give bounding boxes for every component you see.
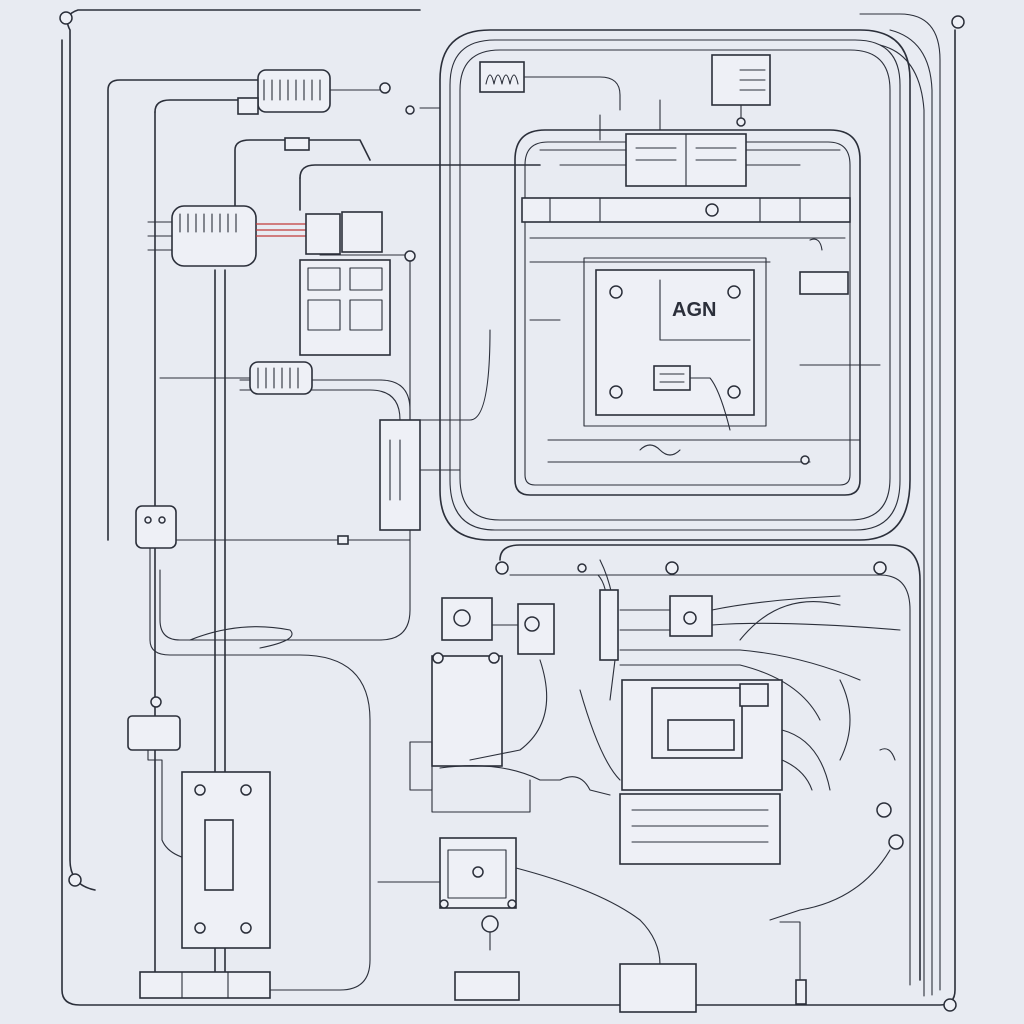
upper-right-harness: [439, 29, 911, 541]
top-connector-block: [479, 54, 771, 141]
control-module: AGN: [521, 133, 881, 465]
outer-loop-bottom: [61, 29, 956, 1006]
coil-icon: [479, 61, 525, 93]
outer-loop-left: [66, 9, 421, 891]
terminal-strip: [521, 197, 851, 223]
lower-left-components: [68, 696, 271, 999]
switch-panel: [299, 259, 391, 356]
relay-box-small: [341, 211, 383, 253]
lower-middle-components: [409, 597, 621, 813]
junction-box-left: [135, 505, 177, 549]
terminal-icon: [481, 915, 499, 933]
board-chip: [653, 365, 691, 391]
fuse-strip: [599, 589, 619, 661]
outer-frame: [61, 9, 956, 1006]
solenoid: [204, 819, 234, 891]
coil-icon: [249, 361, 313, 395]
power-module-label: [667, 719, 735, 751]
coil-icon: [257, 69, 331, 113]
terminal-icon: [736, 117, 746, 127]
fuse-box: [305, 213, 341, 255]
bottom-center-components: [59, 11, 965, 1013]
bottom-relay: [619, 963, 697, 1013]
bottom-fuse-block: [454, 971, 520, 1001]
bracket-frame: [431, 655, 503, 767]
bottom-terminal-strip: [139, 971, 271, 999]
sensor-box: [127, 715, 181, 751]
connector-icon: [171, 205, 257, 267]
side-label-box: [799, 271, 849, 295]
terminal-icon: [379, 82, 391, 94]
data-plate: [619, 793, 781, 865]
left-mid-components: [135, 361, 421, 649]
top-left-connectors: [147, 69, 441, 356]
left-harness: [107, 79, 541, 991]
relay-box-mid: [669, 595, 713, 637]
center-label: AGN: [672, 299, 716, 321]
right-control-unit: [599, 589, 904, 921]
